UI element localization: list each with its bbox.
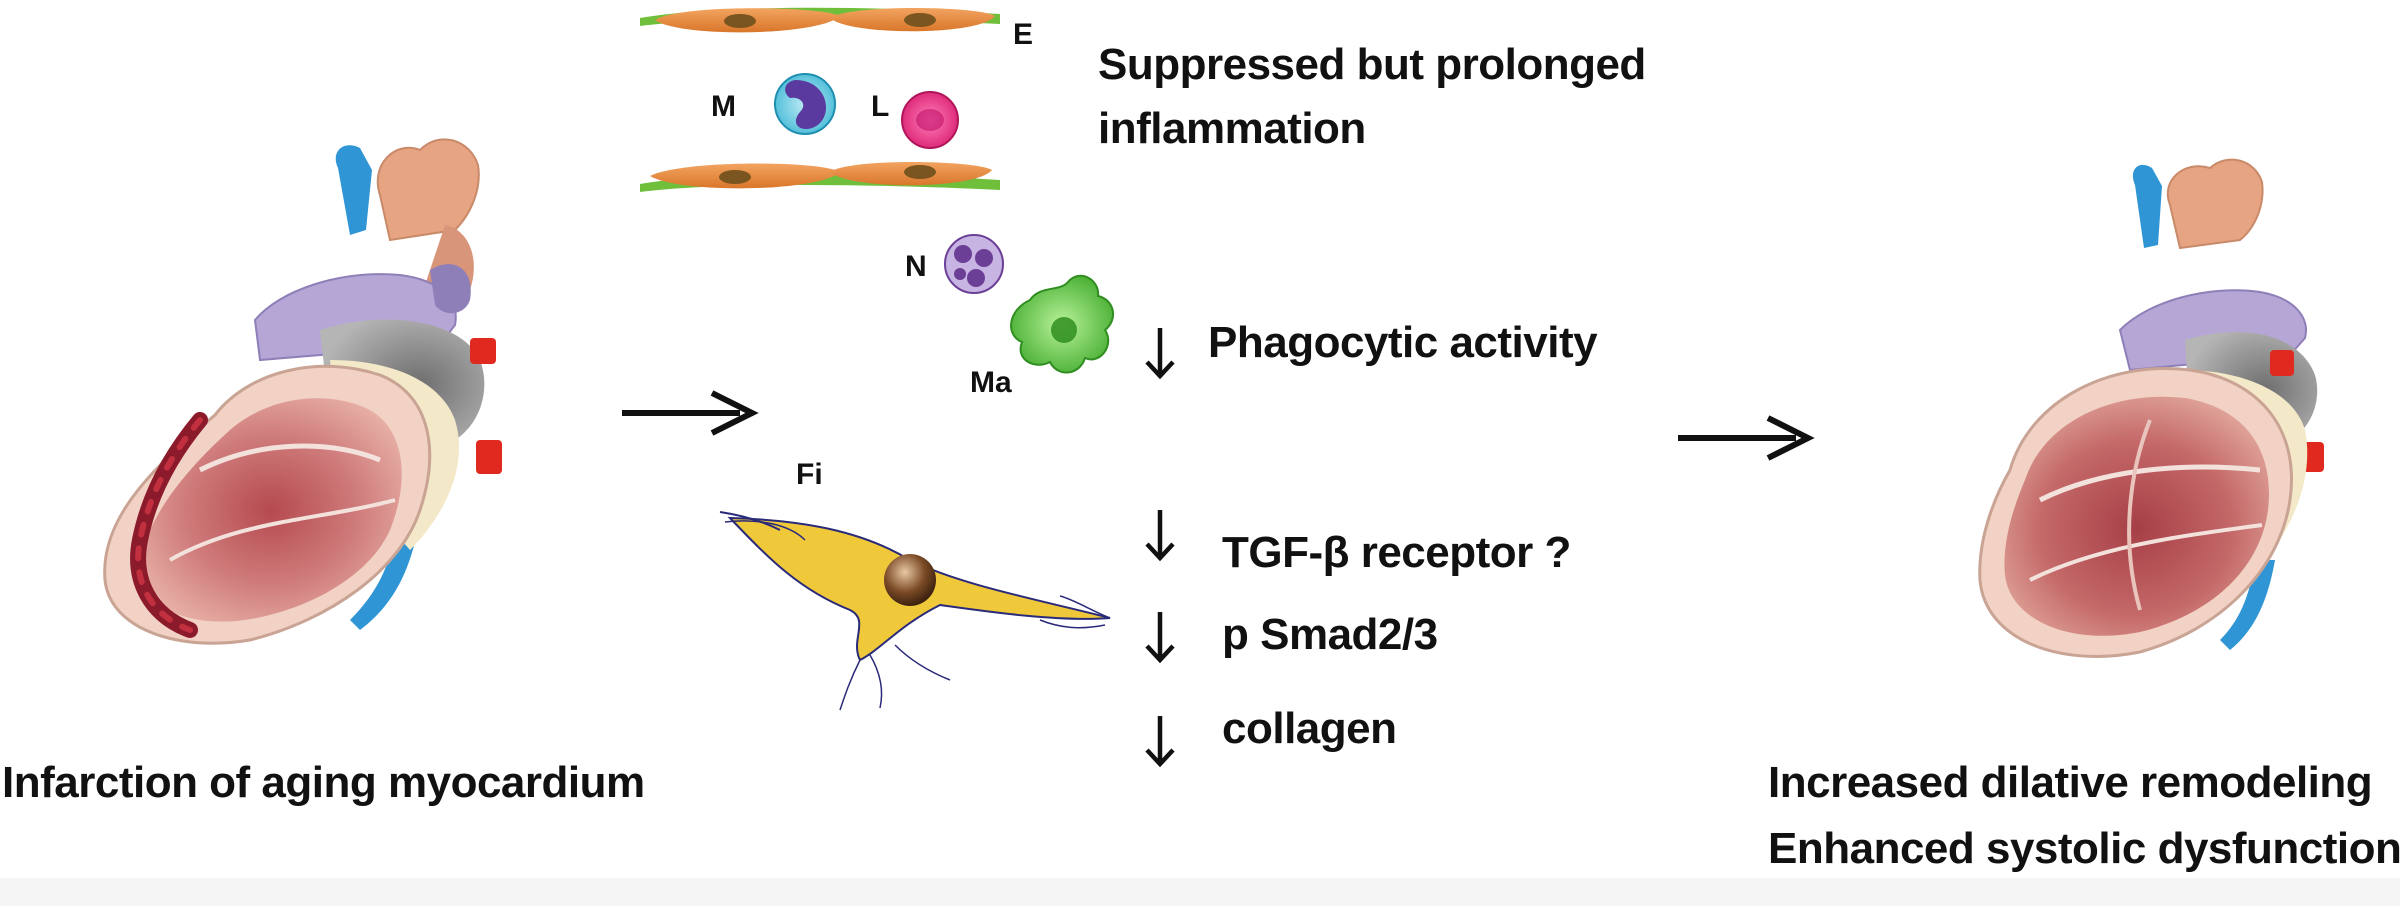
macrophage-cell [1010, 275, 1114, 374]
down-arrow-icon-phagocytic [1145, 328, 1175, 380]
fibroblast-cell [719, 511, 1111, 711]
left-heart-illustration [103, 138, 502, 645]
label-tgf-receptor: TGF-β receptor ? [1222, 528, 1571, 577]
right-arrow-icon-left [622, 390, 759, 436]
monocyte-cell [774, 73, 836, 135]
right-heart-illustration [1978, 158, 2324, 658]
label-neutrophil: N [905, 250, 927, 283]
down-arrow-icon-collagen [1145, 716, 1175, 768]
caption-left: Infarction of aging myocardium [2, 758, 645, 807]
label-inflammation-line2: inflammation [1098, 104, 1366, 153]
lymphocyte-cell [901, 91, 959, 149]
caption-right-line1: Increased dilative remodeling [1768, 758, 2373, 807]
down-arrow-icon-tgf [1145, 510, 1175, 562]
neutrophil-cell [944, 234, 1004, 294]
bottom-band [0, 878, 2400, 906]
label-collagen: collagen [1222, 704, 1397, 753]
label-fibroblast: Fi [796, 458, 823, 491]
label-monocyte: M [711, 90, 736, 123]
label-smad: p Smad2/3 [1222, 610, 1438, 659]
label-lymphocyte: L [871, 90, 890, 123]
label-phagocytic: Phagocytic activity [1208, 318, 1598, 367]
vessel-top [640, 7, 1000, 33]
right-arrow-icon-right [1678, 415, 1815, 461]
caption-right-line2: Enhanced systolic dysfunction [1768, 824, 2400, 873]
down-arrow-icon-smad [1145, 612, 1175, 664]
label-endothelial: E [1013, 18, 1034, 51]
label-inflammation-line1: Suppressed but prolonged [1098, 40, 1646, 89]
label-macrophage: Ma [970, 366, 1012, 399]
vessel-bottom [640, 162, 1000, 192]
